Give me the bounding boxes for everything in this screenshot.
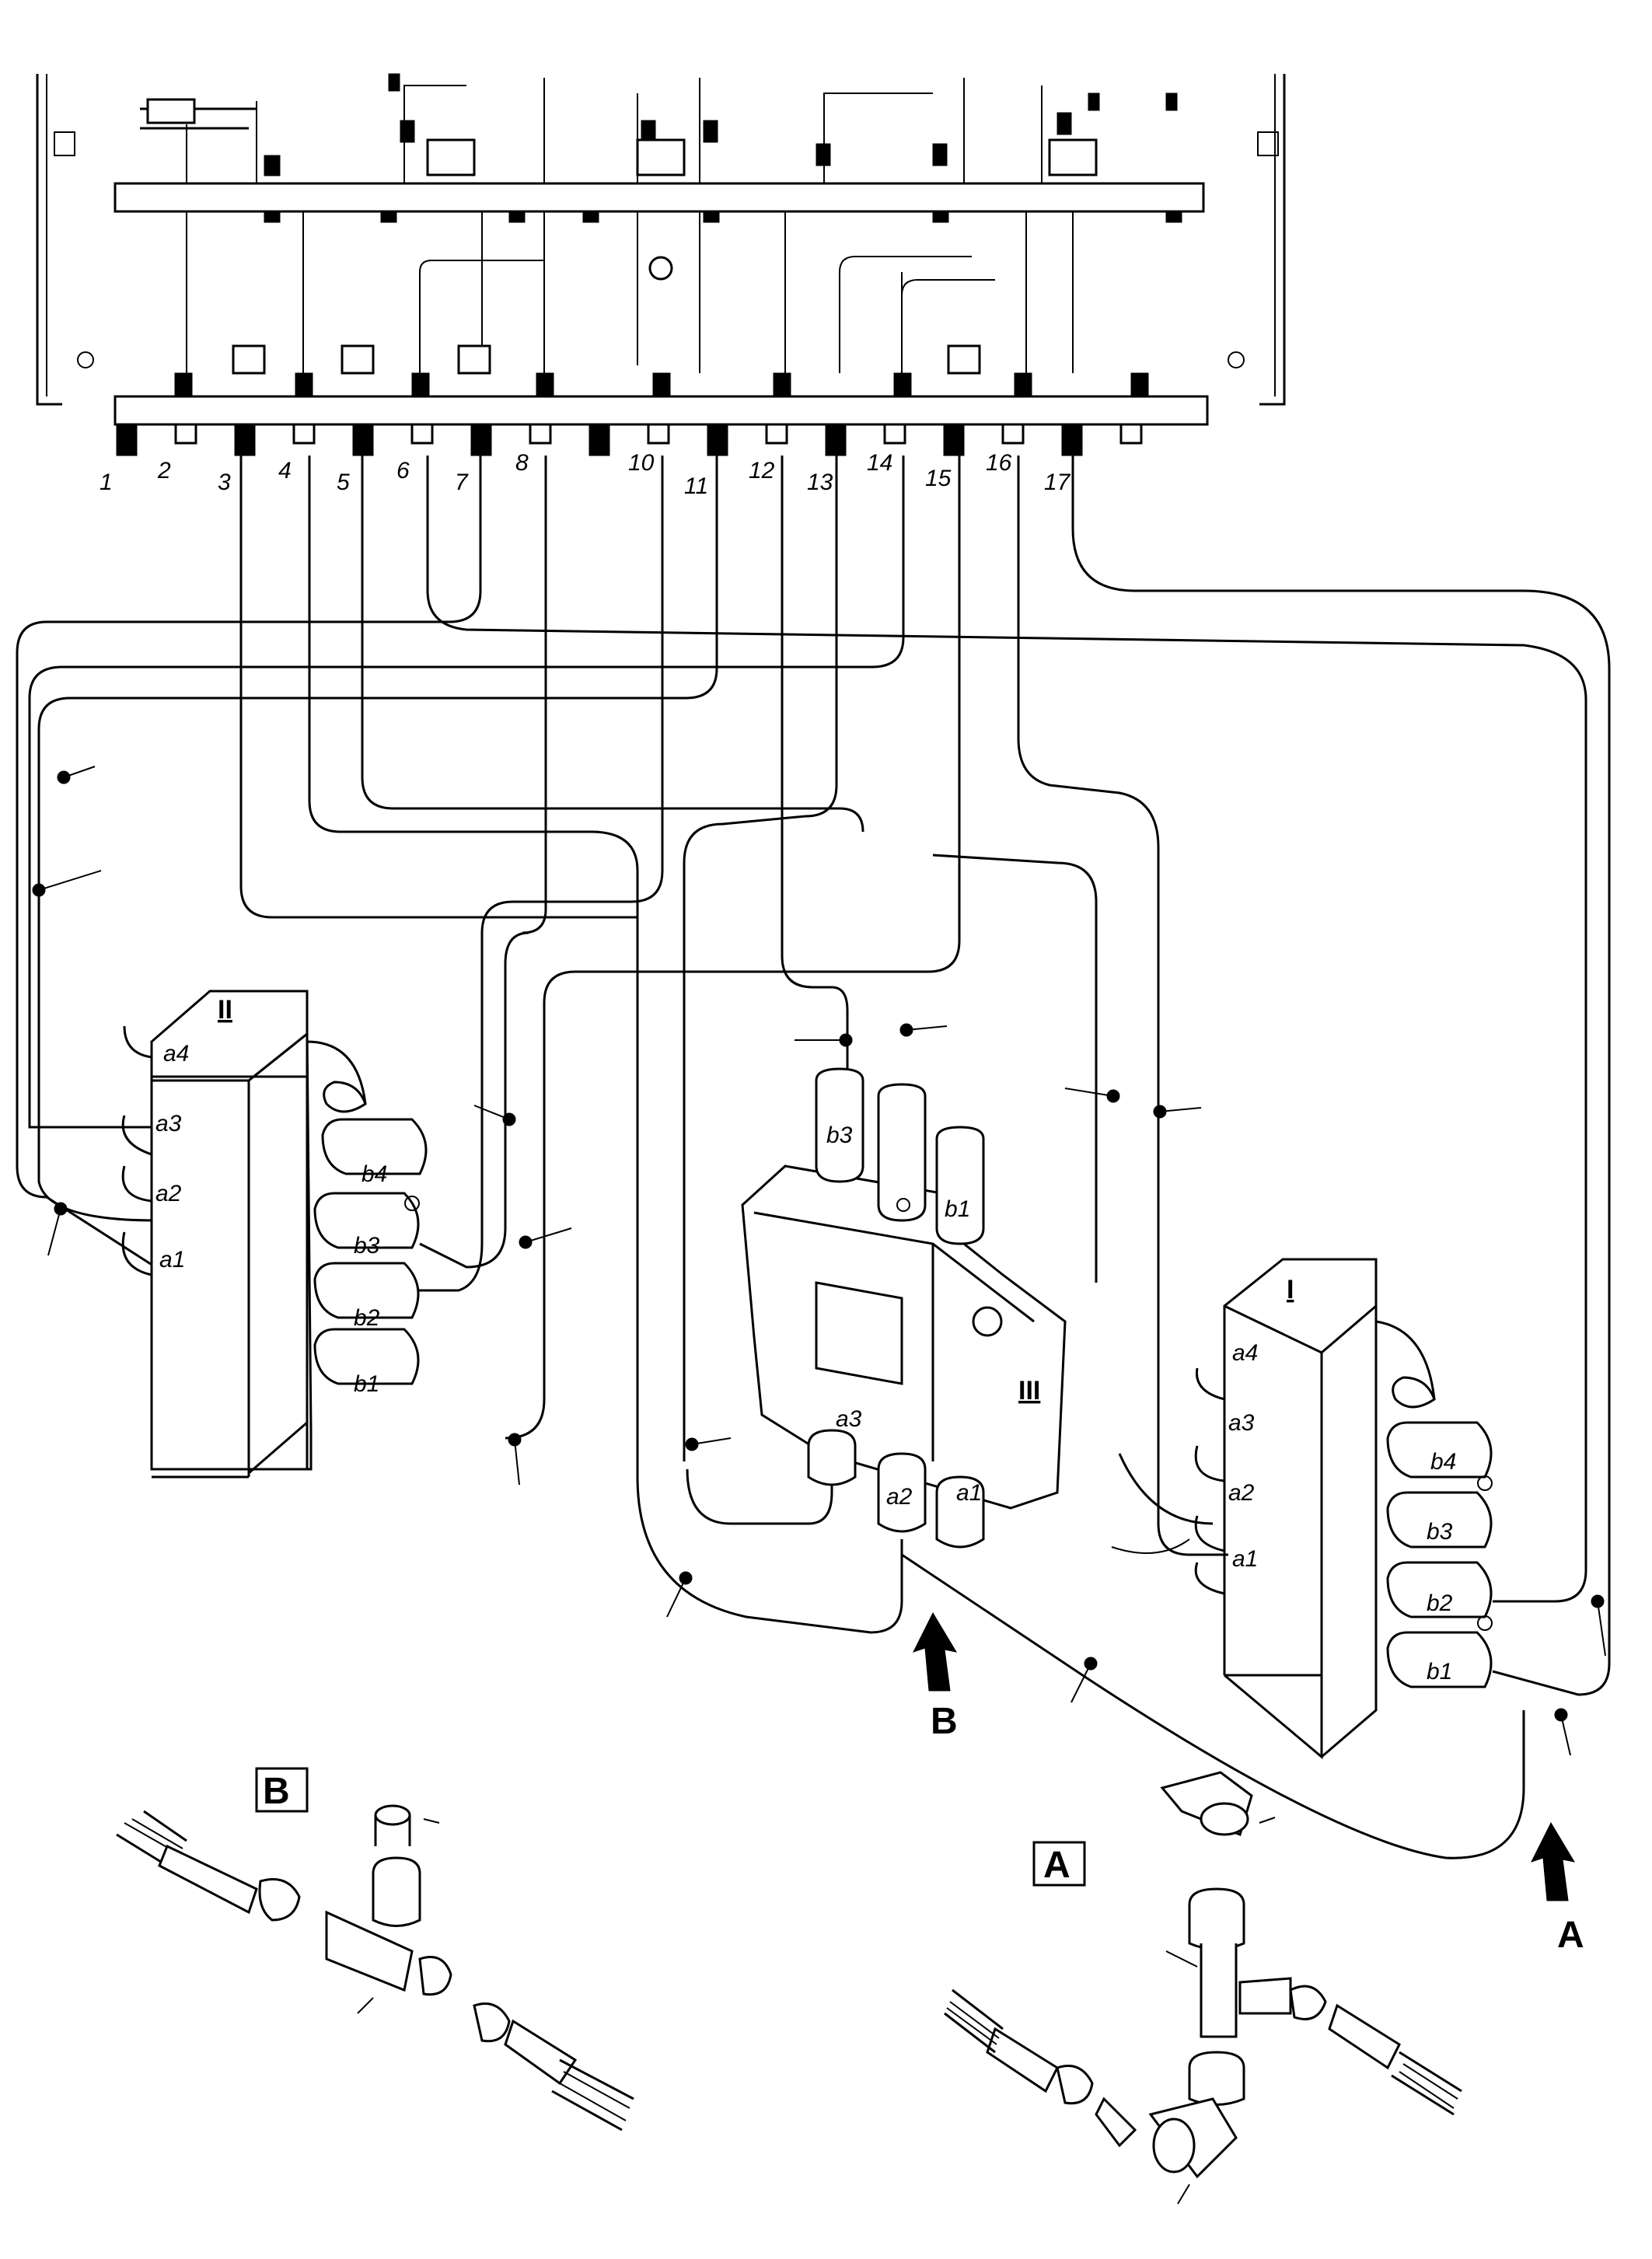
port-number: 11: [684, 473, 708, 499]
block-1-port-a1: a1: [1232, 1546, 1258, 1572]
block-1-port-b2: b2: [1427, 1590, 1453, 1616]
block-2-port-a3: a3: [155, 1111, 182, 1136]
block-2-port-b2: b2: [354, 1305, 380, 1331]
block-2-port-a4: a4: [163, 1041, 189, 1067]
port-2: [174, 423, 197, 445]
manifold-frame: [36, 73, 1286, 426]
port-12: [765, 423, 788, 445]
block-1-port-b1: b1: [1427, 1659, 1452, 1685]
detail-view-b: B: [116, 1767, 634, 2132]
port-number: 1: [100, 470, 113, 495]
port-11: [707, 424, 728, 456]
block-1-port-a2: a2: [1228, 1480, 1255, 1506]
port-number: 7: [455, 470, 469, 495]
valve-block-2: II a4 a3 a2 a1 b4 b3 b2 b1: [121, 990, 428, 1479]
block-2-port-a2: a2: [155, 1181, 182, 1206]
detail-view-a: A: [944, 1771, 1462, 2205]
port-number: 10: [628, 450, 655, 476]
view-arrow-a: A: [1531, 1821, 1584, 1956]
hose-routes: [16, 456, 1611, 1859]
block-1-port-b3: b3: [1427, 1519, 1453, 1545]
port-10: [647, 423, 670, 445]
port-number: 3: [218, 470, 231, 495]
port-16: [1001, 423, 1025, 445]
port-3: [234, 424, 256, 456]
block-2-b-cylinders: [313, 1118, 428, 1385]
port-number-labels: 1 2 3 4 5 6 7 8 10 11 12 13 14 15 16 17: [100, 450, 1071, 499]
port-number: 5: [337, 470, 350, 495]
port-number: 4: [278, 458, 292, 484]
port-8: [529, 423, 552, 445]
block-3-port-b3: b3: [826, 1123, 853, 1148]
detail-a-label: A: [1043, 1845, 1070, 1886]
block-3-label: III: [1018, 1376, 1040, 1405]
port-5: [352, 424, 374, 456]
detail-b-label: B: [263, 1771, 290, 1812]
block-1-label: I: [1287, 1275, 1294, 1304]
block-3-port-a1: a1: [956, 1480, 982, 1506]
block-3-port-a2: a2: [886, 1484, 913, 1510]
valve-block-3: III b3 b1 a3 a2 a1: [741, 1067, 1067, 1548]
valve-block-1: I a4 a3 a2 a1 b4 b3 b2 b1: [1194, 1258, 1493, 1760]
port-17: [1061, 424, 1083, 456]
block-3-port-a3: a3: [836, 1406, 862, 1432]
port-number: 12: [749, 458, 775, 484]
block-2-port-b3: b3: [354, 1233, 380, 1259]
block-1-port-b4: b4: [1430, 1449, 1456, 1475]
block-1-b-cylinders: [1386, 1421, 1493, 1688]
port-number: 17: [1044, 470, 1071, 495]
port-6: [410, 423, 434, 445]
port-1: [116, 424, 138, 456]
block-2-port-b1: b1: [354, 1371, 379, 1397]
block-2-port-b4: b4: [361, 1161, 387, 1187]
view-arrow-b-label: B: [931, 1701, 958, 1742]
block-1-port-a3: a3: [1228, 1410, 1255, 1436]
view-arrow-b: B: [913, 1611, 958, 1742]
port-7: [470, 424, 492, 456]
block-2-label: II: [218, 995, 232, 1025]
block-3-port-b1: b1: [945, 1196, 970, 1222]
port-9: [589, 424, 610, 456]
view-arrow-a-label: A: [1557, 1915, 1584, 1956]
leader-markers: [32, 766, 1606, 1756]
port-number: 2: [157, 458, 171, 484]
port-number: 16: [986, 450, 1012, 476]
block-2-port-a1: a1: [159, 1247, 185, 1273]
port-14: [883, 423, 906, 445]
port-number: 6: [396, 458, 410, 484]
port-15: [943, 424, 965, 456]
port-18: [1119, 423, 1143, 445]
port-number: 13: [807, 470, 833, 495]
block-1-port-a4: a4: [1232, 1340, 1258, 1366]
port-number: 15: [925, 466, 952, 491]
manifold-ports: [116, 423, 1143, 456]
port-number: 14: [867, 450, 892, 476]
port-13: [825, 424, 847, 456]
port-4: [292, 423, 316, 445]
port-number: 8: [515, 450, 529, 476]
